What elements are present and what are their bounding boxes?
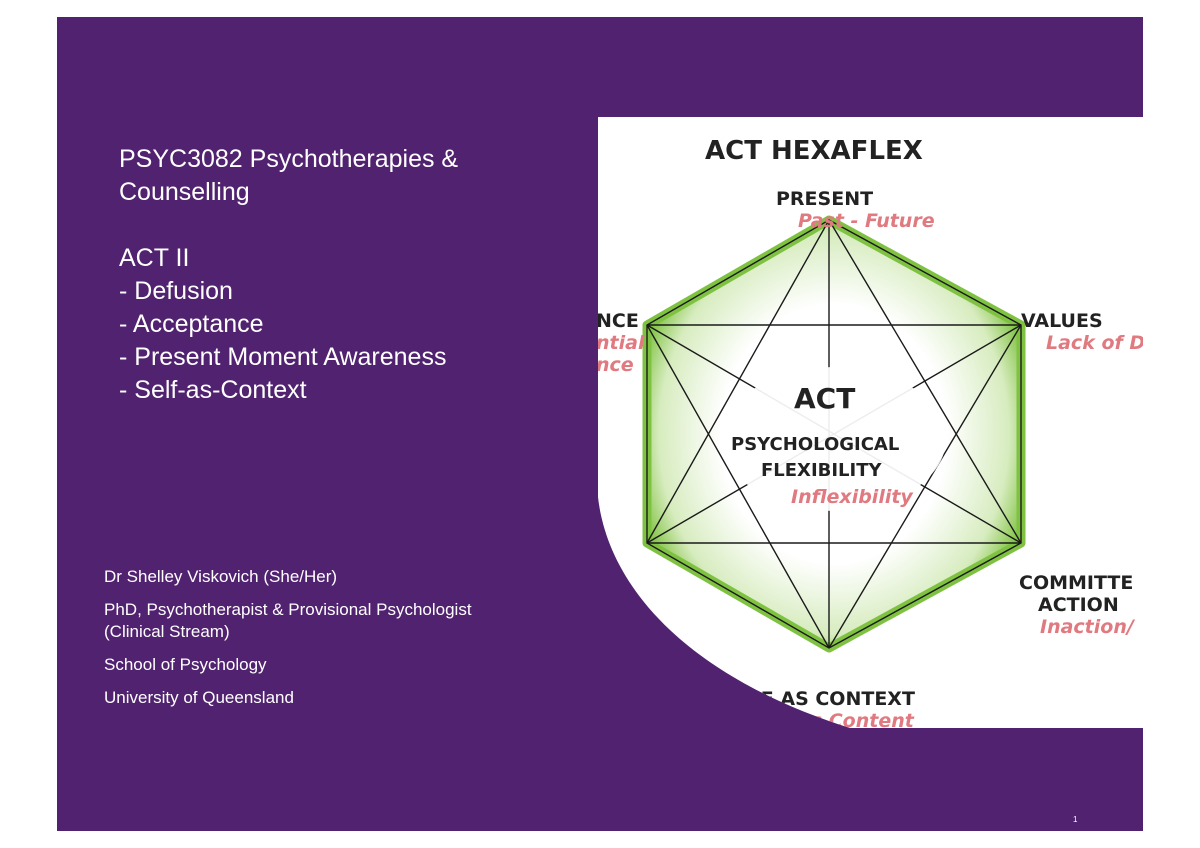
self-as-context-label: SELF AS CONTEXT [722,688,915,710]
self-as-context-sub-label: Self as Content [750,710,915,728]
center-psychological-label: PSYCHOLOGICAL [731,434,899,455]
present-label: PRESENT [776,188,873,210]
topic-title: ACT II [119,244,190,272]
hexaflex-title: ACT HEXAFLEX [705,136,923,166]
acceptance-sub-label-2: nce [598,354,634,376]
act-hexaflex-figure: ACT HEXAFLEX PRESENT Past - Future NCE n… [598,117,1143,728]
values-label: VALUES [1021,310,1103,332]
action-label: ACTION [1038,594,1119,616]
author-university: University of Queensland [104,688,294,707]
present-sub-label: Past - Future [798,210,935,232]
center-flexibility-label: FLEXIBILITY [761,460,882,481]
title-block: PSYC3082 Psychotherapies & Counselling A… [119,143,589,407]
author-role-line1: PhD, Psychotherapist & Provisional Psych… [104,600,472,619]
page-number: 1 [1073,815,1078,824]
topic-item-defusion: - Defusion [119,277,233,305]
topic-item-present-moment: - Present Moment Awareness [119,343,447,371]
committed-label: COMMITTE [1019,572,1133,594]
action-sub-label: Inaction/ [1040,616,1136,638]
center-inflexibility-label: Inflexibility [791,486,914,508]
author-name: Dr Shelley Viskovich (She/Her) [104,567,338,586]
acceptance-sub-label-1: ntial [598,332,645,354]
course-title-line1: PSYC3082 Psychotherapies & [119,145,459,173]
slide: PSYC3082 Psychotherapies & Counselling A… [57,17,1143,831]
center-backdrop [722,367,946,511]
hexaflex-svg: ACT HEXAFLEX PRESENT Past - Future NCE n… [598,117,1143,728]
values-sub-label: Lack of D [1046,332,1143,354]
author-role-line2: (Clinical Stream) [104,622,230,641]
author-block: Dr Shelley Viskovich (She/Her) PhD, Psyc… [104,566,584,720]
author-school: School of Psychology [104,655,267,674]
topic-item-self-as-context: - Self-as-Context [119,376,307,404]
center-act-label: ACT [794,382,855,415]
topic-item-acceptance: - Acceptance [119,310,264,338]
acceptance-label: NCE [598,310,639,332]
course-title-line2: Counselling [119,178,250,206]
